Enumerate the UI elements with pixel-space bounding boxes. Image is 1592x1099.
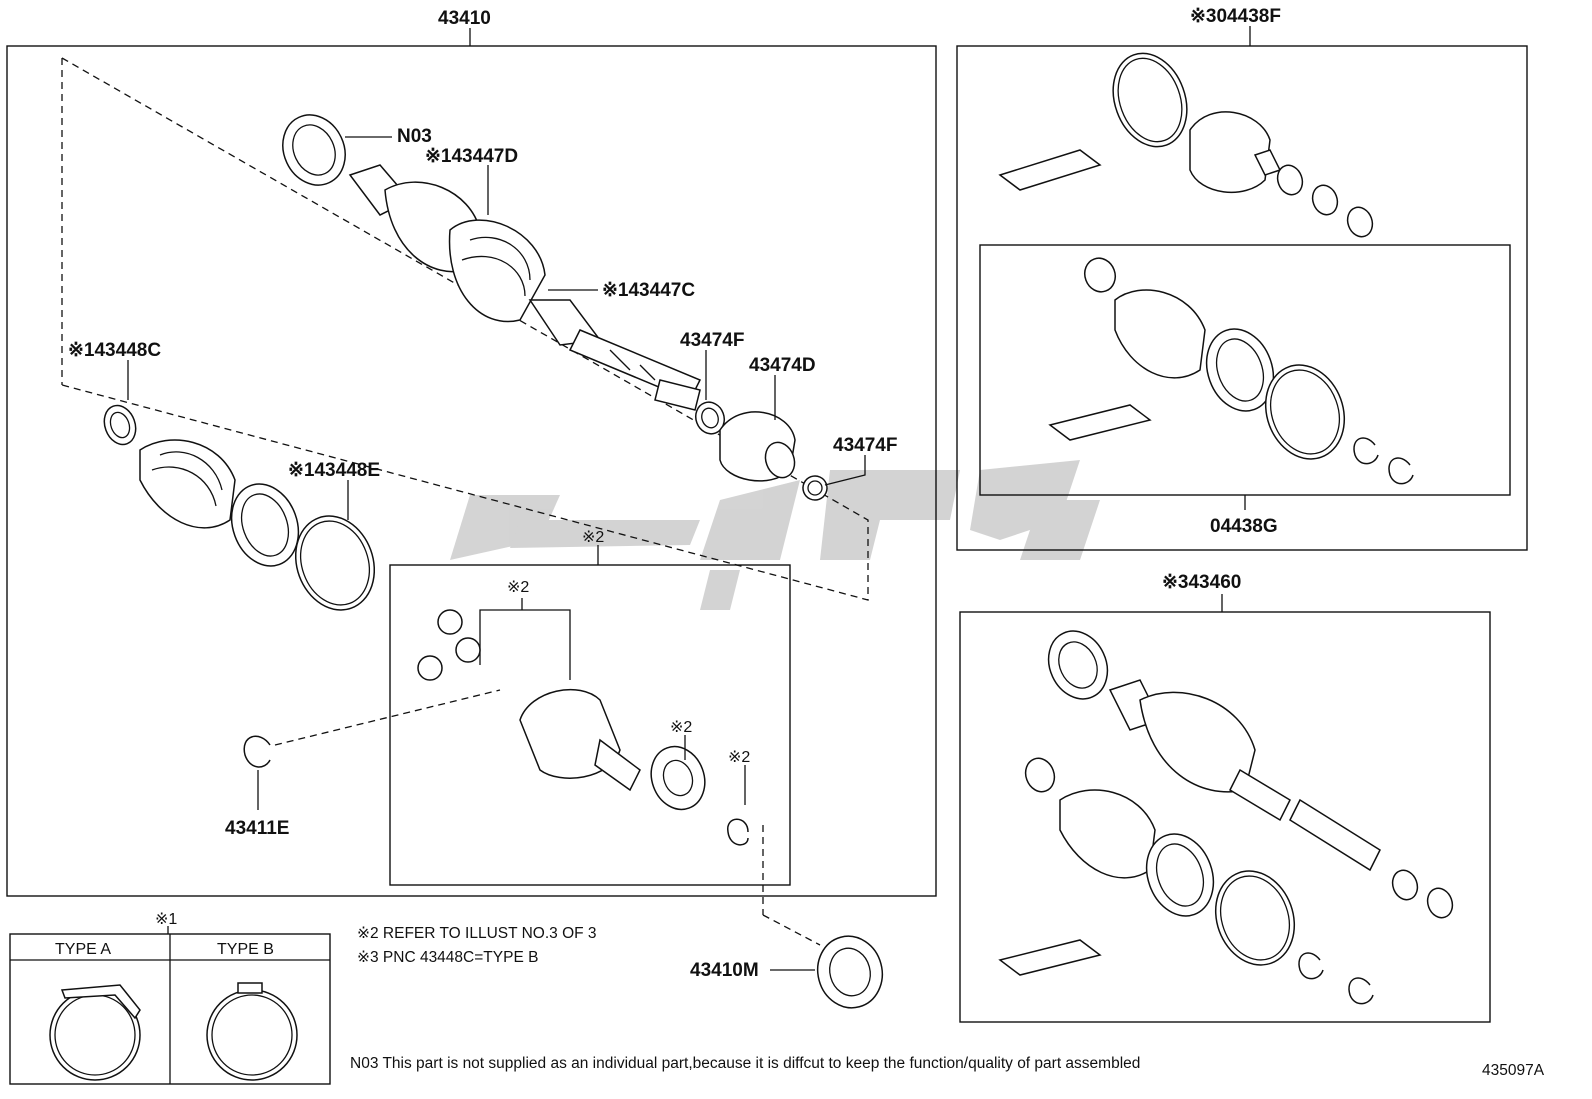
- watermark-logo: [450, 460, 1100, 610]
- clamp-type-b-drawing: [206, 982, 298, 1081]
- bearing-drawing: [816, 935, 884, 1009]
- tripod-housing-drawing: [417, 609, 749, 846]
- kit-f-frame: [956, 45, 1528, 551]
- diagram-id: 435097A: [1482, 1062, 1545, 1079]
- outer-joint-shaft-drawing: [282, 114, 702, 411]
- label-type-header[interactable]: ※1: [155, 911, 177, 928]
- inner-boot-drawing: [103, 404, 376, 611]
- label-43474f-top[interactable]: 43474F: [680, 330, 744, 351]
- label-type-a[interactable]: TYPE A: [55, 941, 111, 958]
- note-n03: N03 This part is not supplied as an indi…: [350, 1055, 1140, 1072]
- label-ref2-tripod[interactable]: ※2: [507, 579, 529, 596]
- label-43474d[interactable]: 43474D: [749, 355, 816, 376]
- assy-43460-drawing: [998, 630, 1454, 1005]
- ref2-box: [389, 564, 791, 886]
- label-ref2-clip[interactable]: ※2: [728, 749, 750, 766]
- label-43410m[interactable]: 43410M: [690, 960, 759, 981]
- label-ref2-box[interactable]: ※2: [582, 529, 604, 546]
- damper-parts-drawing: [695, 401, 828, 501]
- label-43448c[interactable]: ※143448C: [68, 340, 161, 361]
- label-04438f[interactable]: ※304438F: [1190, 6, 1281, 27]
- label-43474f-right[interactable]: 43474F: [833, 435, 897, 456]
- kit-g-parts-drawing: [1048, 257, 1414, 485]
- label-04438g[interactable]: 04438G: [1210, 516, 1278, 537]
- clamp-type-a-drawing: [49, 984, 141, 1081]
- label-43447d[interactable]: ※143447D: [425, 146, 518, 167]
- label-ref2-washer[interactable]: ※2: [670, 719, 692, 736]
- main-assembly-frame: [6, 45, 937, 897]
- assy-43460-frame: [959, 611, 1491, 1023]
- label-n03[interactable]: N03: [397, 126, 432, 147]
- note-2: ※2 REFER TO ILLUST NO.3 OF 3: [357, 925, 597, 942]
- label-43410[interactable]: 43410: [438, 8, 491, 29]
- label-type-b[interactable]: TYPE B: [217, 941, 274, 958]
- label-43447c[interactable]: ※143447C: [602, 280, 695, 301]
- kit-f-parts-drawing: [998, 52, 1374, 238]
- note-3: ※3 PNC 43448C=TYPE B: [357, 949, 538, 966]
- snap-ring-drawing: [243, 735, 271, 768]
- label-43448e[interactable]: ※143448E: [288, 460, 380, 481]
- label-43460[interactable]: ※343460: [1162, 572, 1241, 593]
- label-43411e[interactable]: 43411E: [225, 818, 289, 839]
